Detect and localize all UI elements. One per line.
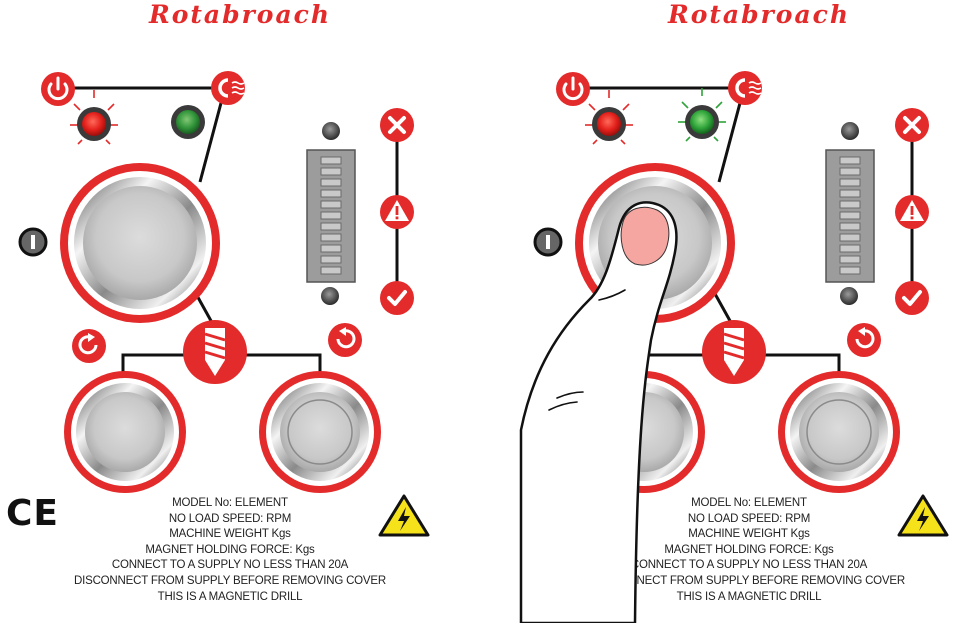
check-icon	[895, 281, 929, 315]
check-icon	[380, 281, 414, 315]
finger-illustration	[519, 201, 678, 623]
spec-line: MACHINE WEIGHT Kgs	[688, 528, 810, 541]
magnet-icon	[211, 71, 245, 105]
power-icon	[41, 72, 75, 106]
spec-line: MODEL No: ELEMENT	[172, 497, 288, 509]
magnet-led	[171, 105, 205, 139]
spec-line: NO LOAD SPEED: RPM	[168, 512, 292, 525]
power-led	[585, 90, 633, 145]
panel-artwork	[18, 71, 430, 537]
warning-icon	[895, 195, 929, 229]
control-panel-left: Rotabroach	[0, 0, 481, 623]
spec-line: DISCONNECT FROM SUPPLY BEFORE REMOVING C…	[74, 574, 386, 587]
spec-line: THIS IS A MAGNETIC DRILL	[676, 590, 822, 603]
load-meter	[825, 122, 875, 305]
spec-plate: MODEL No: ELEMENT NO LOAD SPEED: RPM MAC…	[65, 496, 395, 605]
electric-hazard-icon	[378, 494, 430, 537]
magnet-led	[678, 88, 726, 142]
spec-line: DISCONNECT FROM SUPPLY BEFORE REMOVING C…	[593, 574, 905, 587]
ce-mark: CE	[6, 493, 60, 534]
finger-creases	[548, 289, 626, 411]
spec-plate: MODEL No: ELEMENT NO LOAD SPEED: RPM MAC…	[584, 496, 914, 605]
x-icon	[895, 108, 929, 142]
forward-button[interactable]	[64, 371, 186, 493]
magnet-icon	[728, 71, 762, 105]
spec-line: MAGNET HOLDING FORCE: Kgs	[664, 543, 834, 556]
reverse-button[interactable]	[778, 371, 900, 493]
x-icon	[380, 108, 414, 142]
reverse-button[interactable]	[259, 371, 381, 493]
spec-line: CONNECT TO A SUPPLY NO LESS THAN 20A	[111, 559, 349, 572]
load-meter	[306, 122, 356, 305]
rotate-clockwise-icon	[72, 329, 106, 363]
spec-line: MODEL No: ELEMENT	[691, 497, 807, 509]
rotate-counterclockwise-icon	[328, 323, 362, 357]
spec-line: MAGNET HOLDING FORCE: Kgs	[145, 543, 315, 556]
brand-logo: Rotabroach	[667, 0, 851, 29]
drill-bit-icon	[183, 320, 247, 384]
power-icon	[556, 72, 590, 106]
power-led	[70, 90, 118, 145]
electric-hazard-icon	[897, 494, 949, 537]
spec-line: MACHINE WEIGHT Kgs	[169, 528, 291, 541]
spec-line: THIS IS A MAGNETIC DRILL	[157, 590, 303, 603]
fingernail	[620, 206, 670, 266]
stop-icon	[533, 227, 563, 257]
spec-line: NO LOAD SPEED: RPM	[687, 512, 811, 525]
stop-icon	[18, 227, 48, 257]
warning-icon	[380, 195, 414, 229]
start-button[interactable]	[60, 163, 220, 323]
drill-bit-icon	[702, 320, 766, 384]
brand-logo: Rotabroach	[148, 0, 332, 29]
finger-outline	[519, 201, 678, 623]
rotate-counterclockwise-icon	[847, 323, 881, 357]
spec-line: CONNECT TO A SUPPLY NO LESS THAN 20A	[630, 559, 868, 572]
control-panel-right: Rotabroach	[519, 0, 963, 623]
